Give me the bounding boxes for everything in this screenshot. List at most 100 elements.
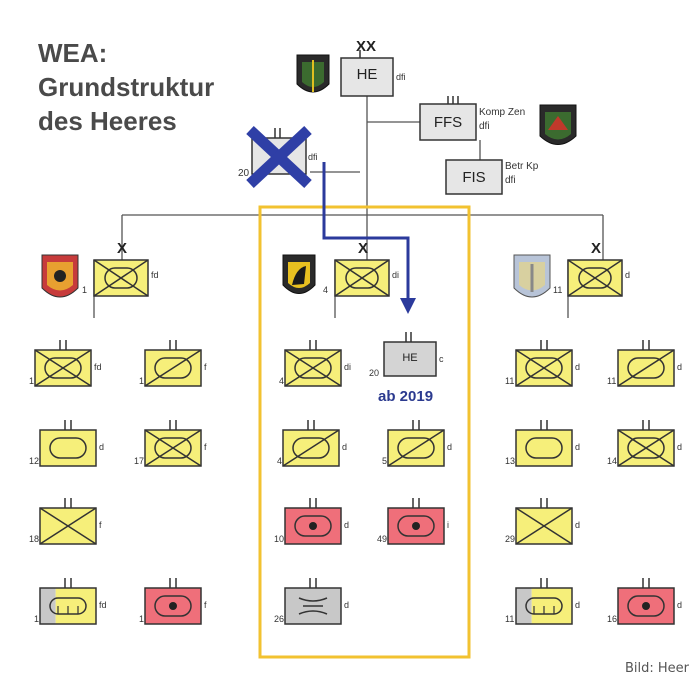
hq-echelon: XX (356, 38, 377, 55)
unit-number: 1 (29, 376, 35, 386)
unit-suffix: d (99, 442, 105, 452)
brigade-1-number: 1 (82, 285, 88, 295)
unit-suffix: d (447, 442, 453, 452)
badge-icon-brigade-1 (41, 254, 79, 298)
unit-symbol (144, 578, 202, 625)
unit-number: 17 (134, 456, 145, 466)
unit-suffix: f (204, 442, 207, 452)
unit-number: 11 (607, 376, 617, 386)
title-line-3: des Heeres (38, 106, 177, 136)
unit-suffix: d (677, 600, 683, 610)
crossed-unit-suffix: dfi (308, 152, 318, 162)
new-he-number: 20 (369, 368, 380, 378)
fis-label: FIS (462, 169, 486, 186)
badge-icon-brigade-4 (282, 254, 316, 294)
unit-number: 5 (382, 456, 388, 466)
unit-suffix: di (344, 362, 352, 372)
badge-icon-hq (296, 54, 330, 93)
brigade-11-suffix: d (625, 270, 631, 280)
brigade-11-echelon: X (591, 240, 602, 257)
unit-number: 11 (505, 614, 515, 624)
unit-symbol (284, 340, 342, 387)
unit-number: 4 (277, 456, 283, 466)
highlight-frame (258, 205, 471, 659)
unit-suffix: f (99, 520, 102, 530)
badge-icon-brigade-11 (513, 254, 551, 298)
unit-symbol (284, 498, 342, 545)
unit-suffix: d (677, 442, 683, 452)
brigade-11-number: 11 (553, 285, 563, 295)
unit-symbol (617, 340, 675, 387)
unit-number: 49 (377, 534, 388, 544)
new-he-suffix: c (439, 354, 444, 364)
ab-2019-note: ab 2019 (378, 388, 434, 405)
unit-symbol (34, 340, 92, 387)
unit-number: 29 (505, 534, 516, 544)
unit-symbol (617, 578, 675, 625)
title-line-1: WEA: (38, 38, 108, 68)
brigade-4-echelon: X (358, 240, 369, 257)
unit-number: 14 (607, 456, 618, 466)
unit-number: 4 (279, 376, 285, 386)
brigade-box-4 (334, 259, 390, 297)
new-he-label: HE (402, 352, 418, 364)
unit-suffix: d (344, 600, 350, 610)
unit-number: 1 (139, 614, 145, 624)
brigade-1-echelon: X (117, 240, 128, 257)
unit-suffix: i (447, 520, 449, 530)
unit-symbol (387, 420, 445, 467)
ffs-box (419, 103, 477, 141)
unit-symbol (39, 578, 97, 625)
unit-suffix: d (575, 600, 581, 610)
unit-suffix: fd (99, 600, 107, 610)
brigade-4-suffix: di (392, 270, 400, 280)
title-line-2: Grundstruktur (38, 72, 215, 102)
unit-suffix: d (344, 520, 350, 530)
unit-number: 1 (139, 376, 145, 386)
unit-symbol (515, 578, 573, 625)
unit-symbol (515, 498, 573, 545)
unit-suffix: fd (94, 362, 102, 372)
brigade-box-11 (567, 259, 623, 297)
unit-suffix: f (204, 600, 207, 610)
brigade-1-suffix: fd (151, 270, 159, 280)
unit-suffix: d (575, 520, 581, 530)
unit-number: 1 (34, 614, 40, 624)
fis-box (445, 159, 503, 195)
badge-icon-ffs (539, 104, 577, 145)
unit-symbol (144, 340, 202, 387)
unit-suffix: f (204, 362, 207, 372)
fis-note-1: Betr Kp (505, 161, 539, 172)
unit-symbol (387, 498, 445, 545)
unit-symbol (39, 420, 97, 467)
brigade-box-1 (93, 259, 149, 297)
unit-symbol (617, 420, 675, 467)
new-he-box (383, 341, 437, 377)
brigade-4-number: 4 (323, 285, 329, 295)
move-arrow-head (400, 298, 416, 314)
unit-number: 11 (505, 376, 515, 386)
unit-number: 12 (29, 456, 40, 466)
unit-symbol (284, 578, 342, 625)
ffs-note-1: Komp Zen (479, 107, 526, 118)
unit-number: 26 (274, 614, 285, 624)
unit-symbol (282, 420, 340, 467)
unit-number: 13 (505, 456, 516, 466)
unit-suffix: d (677, 362, 683, 372)
hq-label: HE (356, 66, 378, 83)
hq-box (340, 57, 394, 97)
hq-suffix: dfi (396, 72, 406, 82)
unit-number: 18 (29, 534, 40, 544)
unit-suffix: d (342, 442, 348, 452)
unit-symbol (144, 420, 202, 467)
unit-number: 16 (607, 614, 618, 624)
cross-out-icon (246, 125, 312, 189)
unit-number: 10 (274, 534, 285, 544)
crossed-unit-number: 20 (238, 168, 250, 179)
unit-symbols (34, 340, 675, 625)
image-credit: Bild: Heer (624, 661, 689, 676)
fis-note-2: dfi (505, 175, 516, 186)
move-arrow-line (322, 162, 410, 300)
